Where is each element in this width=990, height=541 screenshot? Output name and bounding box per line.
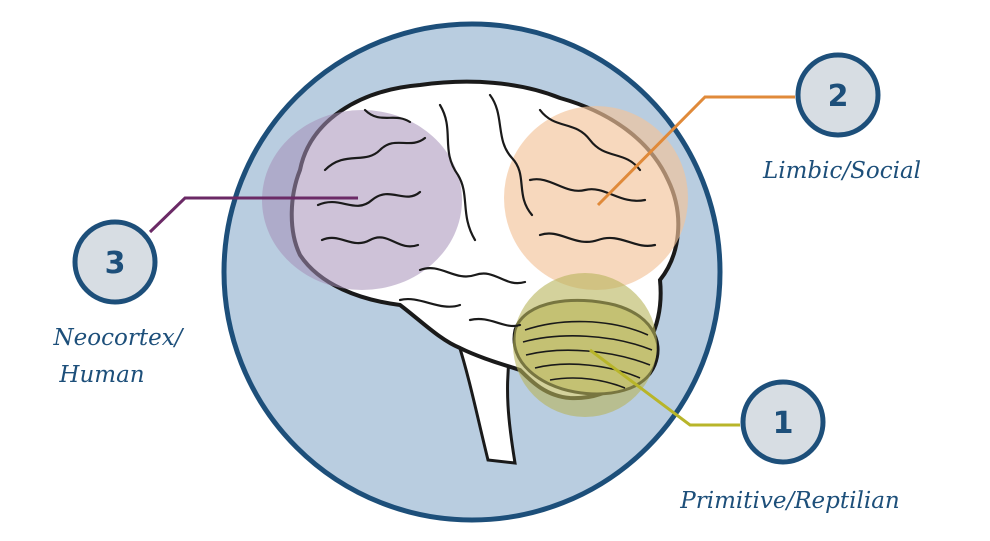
callout-number-3: 3 bbox=[105, 246, 126, 281]
callout-label-2: Limbic/Social bbox=[762, 158, 921, 184]
neocortex-region bbox=[262, 110, 462, 290]
callout-label-3: Neocortex/ bbox=[53, 325, 185, 351]
callout-label-1: Primitive/Reptilian bbox=[679, 488, 899, 514]
callout-number-2: 2 bbox=[828, 79, 849, 114]
callout-number-1: 1 bbox=[773, 406, 794, 441]
callout-label-3-line2: Human bbox=[58, 362, 144, 388]
limbic-region bbox=[504, 106, 688, 290]
